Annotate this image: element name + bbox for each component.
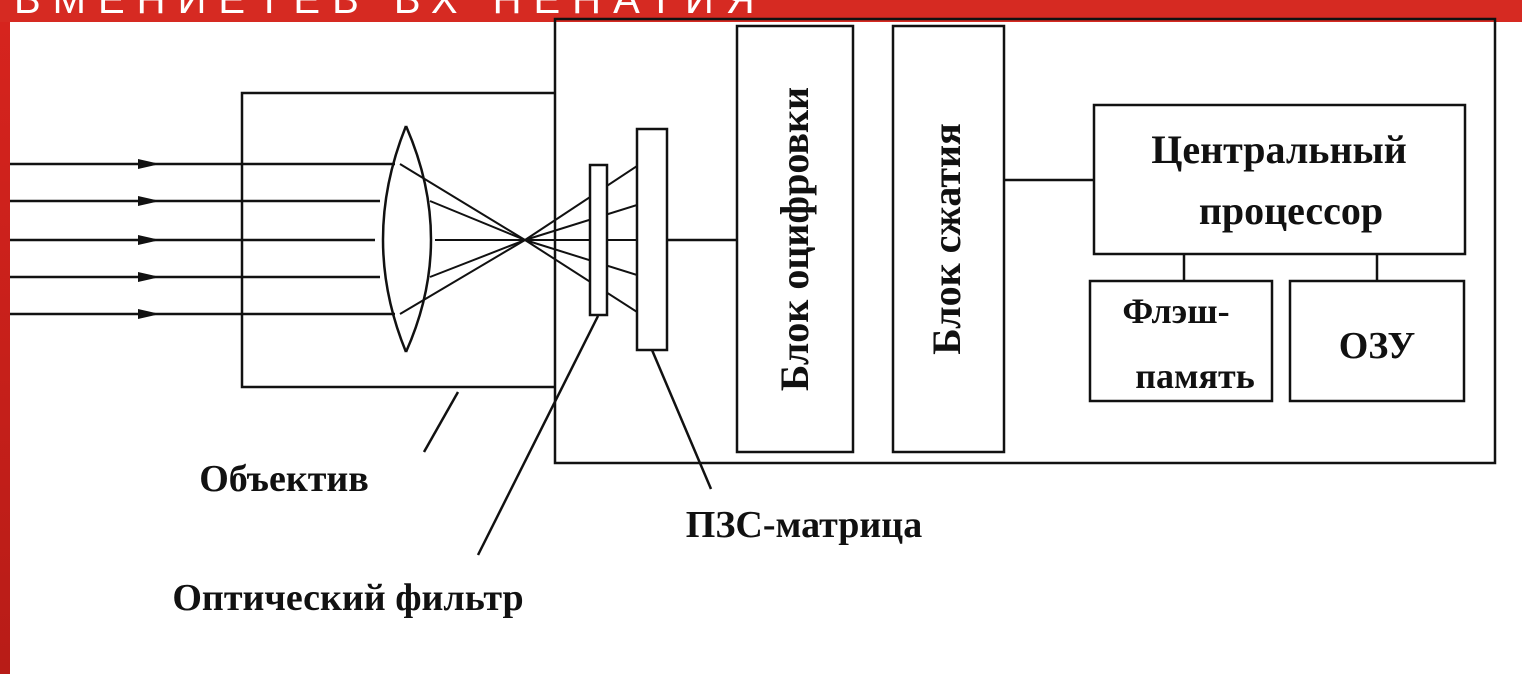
leader-filter — [476, 315, 600, 556]
optical-filter — [588, 163, 609, 317]
cpu-label-line1: Центральный — [1151, 127, 1407, 172]
lens-right-surface — [404, 125, 433, 353]
digitizer-label: Блок оцифровки — [772, 87, 817, 391]
lens-left-surface — [381, 125, 408, 353]
lens-label: Объектив — [199, 458, 369, 500]
compression-label: Блок сжатия — [924, 123, 969, 354]
cpu-block — [1092, 103, 1467, 256]
left-accent-bar — [0, 0, 10, 674]
flash-label-line1: Флэш- — [1122, 291, 1229, 331]
diverging-rays — [524, 165, 638, 313]
flash-label-line2: память — [1135, 356, 1254, 396]
leader-ccd — [650, 349, 713, 490]
light-rays — [10, 162, 395, 316]
title-bar: ВМЕНИЕТЕВ ВХ НЕНАТИЯ — [0, 0, 1522, 22]
ram-label: ОЗУ — [1339, 325, 1416, 367]
cpu-label-line2: процессор — [1199, 188, 1383, 233]
ccd-label: ПЗС-матрица — [686, 504, 922, 546]
flash-block — [1088, 279, 1274, 403]
ccd-matrix — [635, 127, 669, 352]
filter-label: Оптический фильтр — [172, 577, 523, 619]
ray-arrowheads — [138, 159, 160, 319]
converging-rays — [399, 163, 526, 315]
title-text-fragment: ВМЕНИЕТЕВ ВХ НЕНАТИЯ — [14, 0, 767, 22]
leader-lens — [422, 391, 460, 453]
compression-block — [891, 24, 1006, 454]
digitizer-block — [735, 24, 855, 454]
ram-block — [1288, 279, 1466, 403]
